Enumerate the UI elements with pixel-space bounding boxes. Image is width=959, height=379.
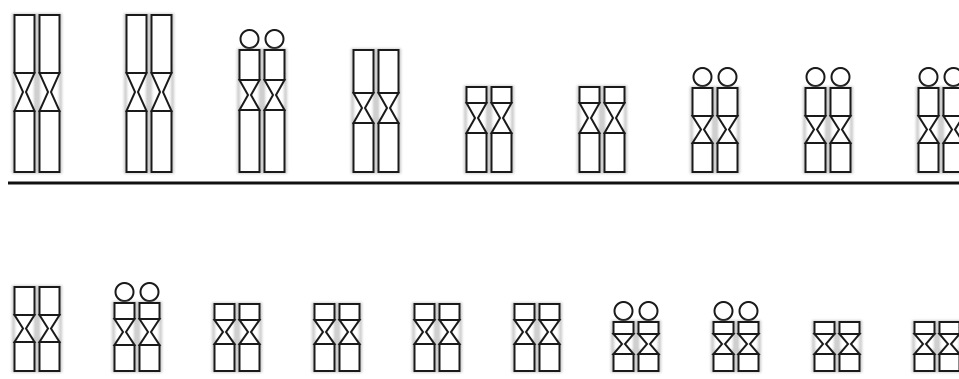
chromosome-pair <box>414 304 461 371</box>
chromosome-pair <box>814 322 861 371</box>
satellite-knob <box>807 68 825 86</box>
satellite-knob <box>945 68 959 86</box>
chromosome-pair <box>579 87 626 172</box>
chromosome-pair <box>126 15 173 172</box>
chromosome-pair <box>914 322 959 371</box>
chromosome-pair <box>14 287 61 371</box>
satellite-knob <box>116 283 134 301</box>
satellite-knob <box>141 283 159 301</box>
chromosome-pair <box>692 68 739 172</box>
chromosome-pair <box>314 304 361 371</box>
satellite-knob <box>266 30 284 48</box>
chromosome-pair <box>466 87 513 172</box>
chromosome-pair <box>514 304 561 371</box>
chromosome-pair <box>353 50 400 172</box>
chromosome-pair <box>805 68 852 172</box>
chromosome-row-2 <box>14 283 959 371</box>
satellite-knob <box>715 302 733 320</box>
satellite-knob <box>920 68 938 86</box>
satellite-knob <box>241 30 259 48</box>
satellite-knob <box>615 302 633 320</box>
chromosome-pair <box>918 68 959 172</box>
chromosome-pair <box>713 302 760 371</box>
satellite-knob <box>740 302 758 320</box>
chromosome-pair <box>239 30 286 172</box>
satellite-knob <box>640 302 658 320</box>
chromosome-pair <box>114 283 161 371</box>
satellite-knob <box>694 68 712 86</box>
chromosome-pair <box>613 302 660 371</box>
satellite-knob <box>719 68 737 86</box>
chromosome-row-1 <box>14 15 959 172</box>
chromosome-pair <box>14 15 61 172</box>
chromosome-pair <box>214 304 261 371</box>
satellite-knob <box>832 68 850 86</box>
